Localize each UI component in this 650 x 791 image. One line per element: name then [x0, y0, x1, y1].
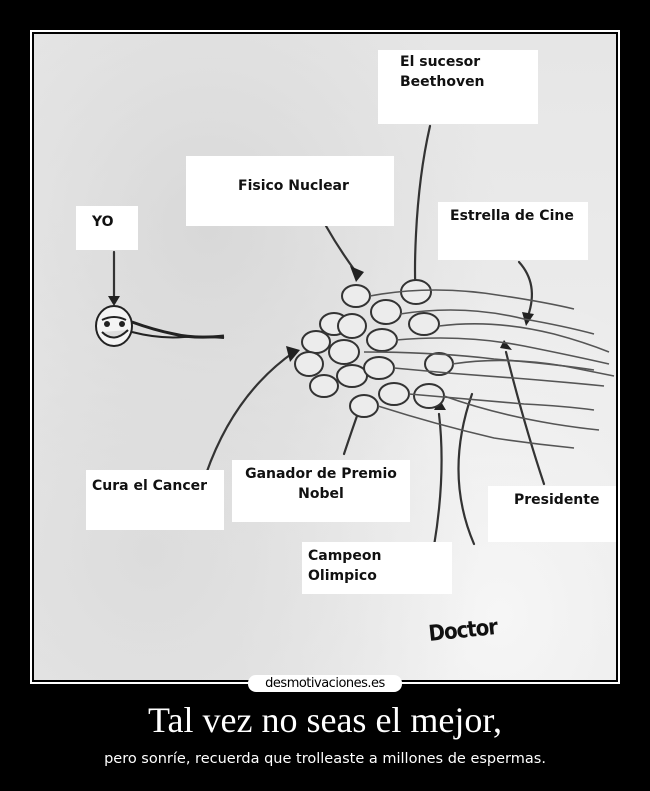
- label-estrella-text: Estrella de Cine: [450, 208, 574, 224]
- label-presidente-text: Presidente: [514, 492, 600, 508]
- label-cura-el-cancer: Cura el Cancer: [86, 470, 224, 530]
- label-campeon-line2: Olimpico: [308, 568, 377, 584]
- label-presidente: Presidente: [488, 486, 616, 542]
- label-fisico-text: Fisico Nuclear: [238, 178, 349, 194]
- label-nobel-line1: Ganador de Premio: [245, 466, 397, 482]
- poster-frame: YO Fisico Nuclear El sucesor Beethoven E…: [30, 30, 620, 684]
- label-campeon-line1: Campeon: [308, 548, 382, 564]
- sperm-cluster-drawing: [95, 124, 615, 548]
- label-nobel-line2: Nobel: [298, 486, 344, 502]
- label-campeon-olimpico: Campeon Olimpico: [302, 542, 452, 594]
- label-beethoven: El sucesor Beethoven: [378, 50, 538, 124]
- illustration: YO Fisico Nuclear El sucesor Beethoven E…: [34, 34, 616, 680]
- label-beethoven-line1: El sucesor: [400, 54, 481, 70]
- label-estrella-de-cine: Estrella de Cine: [438, 202, 588, 260]
- poster-title: Tal vez no seas el mejor,: [148, 700, 502, 740]
- label-beethoven-line2: Beethoven: [400, 74, 485, 90]
- poster-subtitle: pero sonríe, recuerda que trolleaste a m…: [104, 751, 546, 767]
- label-yo: YO: [76, 206, 138, 250]
- label-cancer-text: Cura el Cancer: [92, 478, 208, 494]
- site-watermark: desmotivaciones.es: [248, 675, 402, 692]
- label-fisico-nuclear: Fisico Nuclear: [186, 156, 394, 226]
- label-yo-text: YO: [92, 214, 114, 230]
- label-ganador-premio-nobel: Ganador de Premio Nobel: [232, 460, 410, 522]
- troll-face-sperm-icon: [95, 305, 225, 347]
